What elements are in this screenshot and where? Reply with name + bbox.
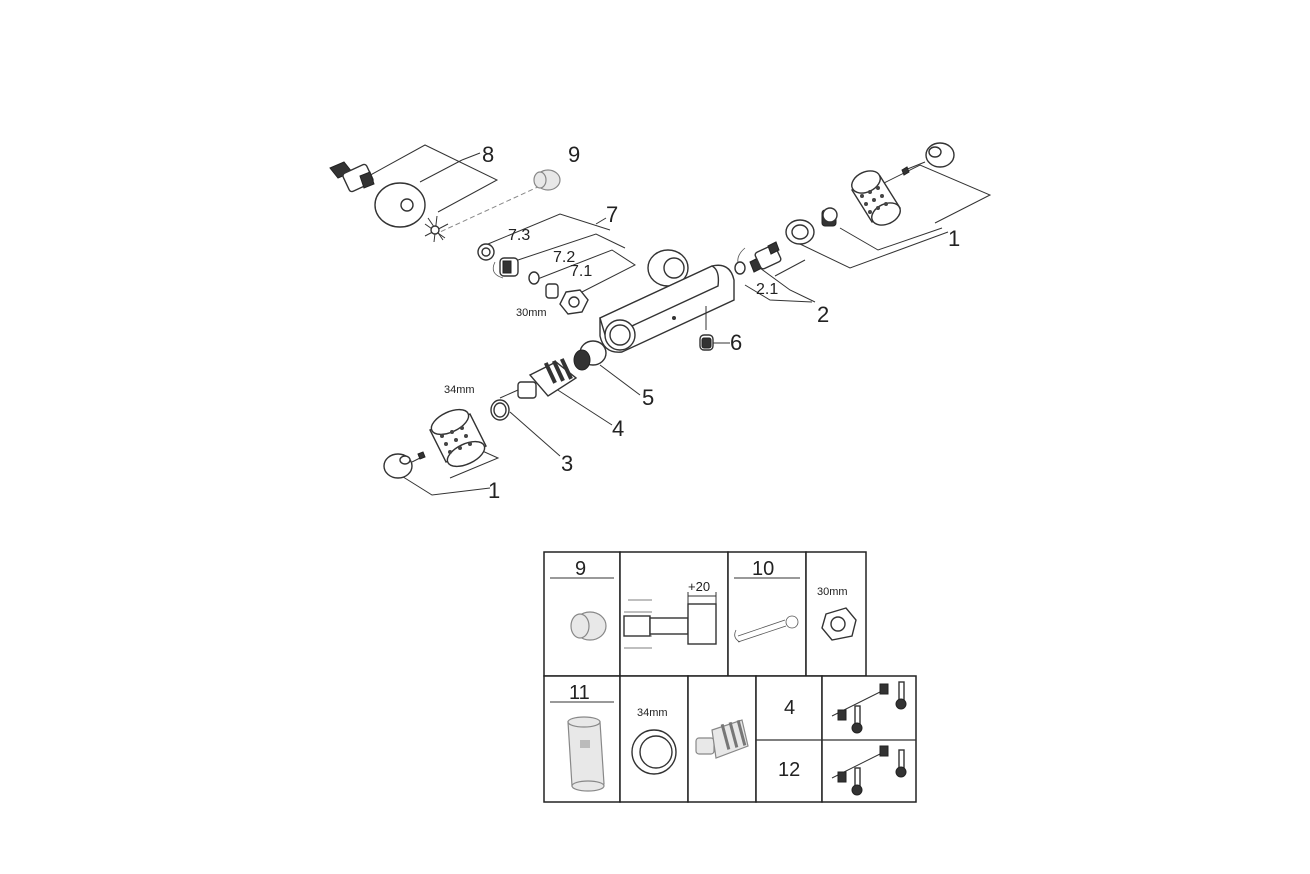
right-cartridge (734, 142, 955, 275)
label-7-2: 7.2 (553, 249, 575, 266)
thermometer-set-icon-2 (831, 745, 907, 796)
leader-lines (364, 144, 992, 496)
part-8-connector (329, 161, 449, 243)
table-plus20: +20 (688, 579, 710, 594)
label-34mm: 34mm (444, 384, 475, 396)
table-qty-4: 4 (784, 697, 795, 719)
part-7-group (477, 243, 589, 315)
cartridge-icon (695, 719, 749, 759)
adapter-icon (570, 611, 607, 641)
spare-parts-table: 9 +20 10 (543, 551, 917, 803)
label-7-1: 7.1 (570, 263, 592, 280)
table-label-10: 10 (752, 558, 774, 580)
extension-icon (623, 592, 717, 649)
label-7: 7 (606, 202, 618, 227)
label-30mm: 30mm (516, 307, 547, 319)
table-label-11: 11 (569, 682, 590, 704)
label-2: 2 (817, 302, 829, 327)
sleeve-icon (567, 716, 605, 792)
label-8: 8 (482, 142, 494, 167)
table-30mm: 30mm (817, 586, 848, 598)
thermometer-set-icon (831, 681, 907, 734)
wrench-icon (734, 615, 799, 643)
label-3: 3 (561, 451, 573, 476)
label-1-left: 1 (488, 478, 500, 503)
table-34mm: 34mm (637, 707, 668, 719)
thermostat-body (599, 249, 735, 353)
label-1-right: 1 (948, 226, 960, 251)
label-6: 6 (730, 330, 742, 355)
left-cartridge (383, 340, 607, 479)
label-7-3: 7.3 (508, 227, 530, 244)
part-9-adapter (533, 169, 561, 191)
callout-labels: 8 9 7 7.3 7.2 7.1 30mm 1 2.1 2 6 5 4 34m… (444, 142, 960, 503)
label-9: 9 (568, 142, 580, 167)
label-2-1: 2.1 (756, 281, 778, 298)
label-5: 5 (642, 385, 654, 410)
nut-icon (821, 607, 857, 641)
table-label-9: 9 (575, 558, 586, 580)
label-4: 4 (612, 416, 624, 441)
ring-icon (631, 729, 677, 775)
table-qty-12: 12 (778, 759, 800, 781)
